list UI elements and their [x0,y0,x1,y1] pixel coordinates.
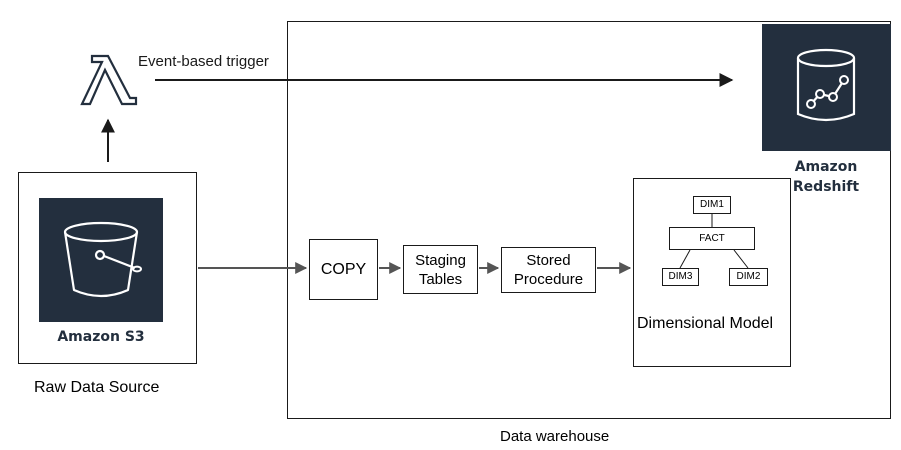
dimensional-model-title: Dimensional Model [637,315,774,332]
stored-procedure-line1: Stored [526,252,571,269]
dim3-box: DIM3 [662,268,699,286]
redshift-icon [762,24,891,151]
redshift-label-line1: Amazon [794,159,858,175]
fact-to-dim2-line [733,249,749,269]
dim2-label: DIM2 [736,271,761,282]
staging-tables-line2: Tables [418,270,463,288]
dim2-box: DIM2 [729,268,768,286]
raw-data-source-caption: Raw Data Source [34,379,160,396]
fact-label: FACT [699,233,725,244]
staging-tables-box: Staging Tables [403,245,478,294]
event-trigger-label: Event-based trigger [138,53,269,70]
lambda-icon [74,52,140,108]
s3-bucket-icon [39,198,163,322]
stored-procedure-line2: Procedure [513,271,584,288]
data-warehouse-caption: Data warehouse [500,428,610,445]
redshift-label-line2: Redshift [792,179,860,195]
fact-box: FACT [669,227,755,250]
copy-step-box: COPY [309,239,378,300]
dim1-box: DIM1 [693,196,731,214]
s3-service-label: Amazon S3 [57,329,145,345]
dim3-label: DIM3 [668,271,693,282]
staging-tables-line1: Staging [415,251,466,269]
stored-procedure-box: Stored Procedure [501,247,596,293]
copy-step-label: COPY [320,260,367,278]
dim1-label: DIM1 [700,199,724,210]
fact-to-dim3-line [679,249,691,269]
